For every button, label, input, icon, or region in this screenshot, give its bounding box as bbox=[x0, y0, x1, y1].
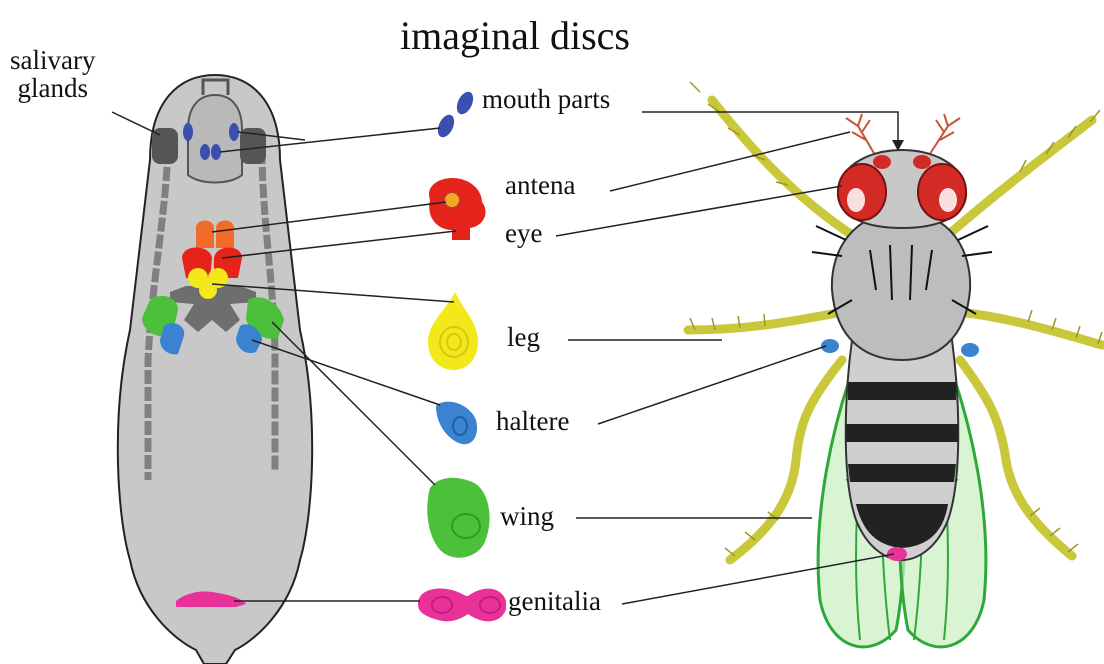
fly-antenna-base bbox=[913, 155, 931, 169]
larva-mouth-disc bbox=[211, 144, 221, 160]
fly-eye-highlight bbox=[939, 188, 957, 212]
larva bbox=[118, 75, 312, 664]
label-antena: antena bbox=[503, 172, 577, 199]
larva-mouth-disc bbox=[229, 123, 239, 141]
label-leg: leg bbox=[505, 324, 542, 351]
label-eye: eye bbox=[503, 220, 544, 247]
label-haltere: haltere bbox=[494, 408, 571, 435]
larva-mouth-disc bbox=[200, 144, 210, 160]
label-mouth-parts: mouth parts bbox=[480, 86, 612, 113]
mouth-parts-disc bbox=[454, 89, 477, 117]
wing-disc bbox=[427, 478, 489, 558]
fly-thorax bbox=[832, 212, 970, 360]
fly-eye-highlight bbox=[847, 188, 865, 212]
leader-eye-fly bbox=[556, 186, 842, 236]
larva-antenna-disc bbox=[216, 221, 234, 249]
isolated-discs bbox=[418, 89, 507, 621]
leg-disc bbox=[428, 292, 478, 370]
label-wing: wing bbox=[498, 503, 556, 530]
adult-fly bbox=[688, 82, 1102, 647]
label-genitalia: genitalia bbox=[506, 588, 603, 615]
haltere-disc bbox=[436, 402, 477, 445]
eye-antenna-disc bbox=[429, 178, 486, 240]
mouth-parts-disc bbox=[435, 112, 458, 140]
leader-salivary bbox=[112, 112, 160, 135]
fly-antenna-base bbox=[873, 155, 891, 169]
larva-mouth-disc bbox=[183, 123, 193, 141]
label-salivary-line2: glands bbox=[10, 74, 95, 102]
leader-haltere-fly bbox=[598, 346, 826, 424]
label-salivary-line1: salivary bbox=[10, 46, 95, 74]
label-salivary-glands: salivary glands bbox=[8, 46, 97, 103]
fly-haltere bbox=[961, 343, 979, 357]
larva-antenna-disc bbox=[196, 221, 214, 249]
leader-antena-fly bbox=[610, 132, 850, 191]
antenna-disc-center bbox=[444, 192, 460, 208]
